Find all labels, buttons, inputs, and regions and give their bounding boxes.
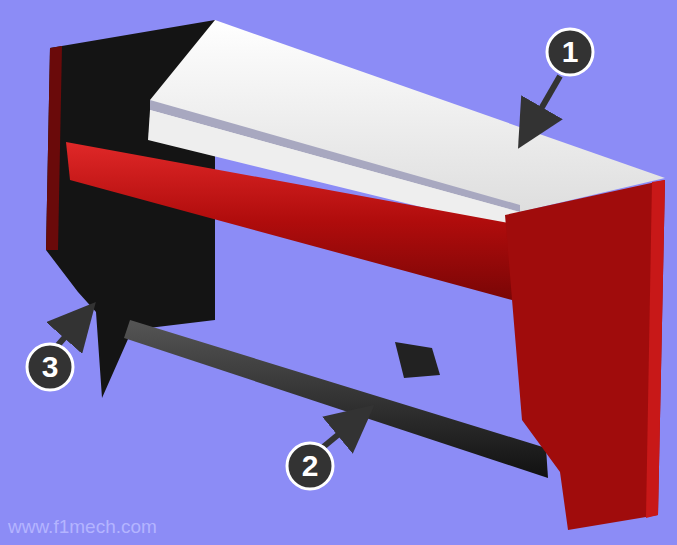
watermark: www.f1mech.com: [8, 516, 157, 538]
callout-number: 1: [550, 32, 590, 72]
right-endplate-edge: [646, 180, 665, 518]
callout-number: 2: [290, 446, 330, 486]
left-endplate-edge: [46, 46, 62, 250]
callout-3-marker: [27, 320, 80, 390]
beam-wing-pylon: [395, 342, 440, 378]
beam-wing: [124, 320, 548, 478]
main-plane: [66, 142, 520, 300]
callout-number: 3: [30, 347, 70, 387]
callout-2-marker: [287, 420, 356, 489]
right-endplate: [505, 180, 665, 530]
callout-1-marker: [530, 29, 593, 128]
